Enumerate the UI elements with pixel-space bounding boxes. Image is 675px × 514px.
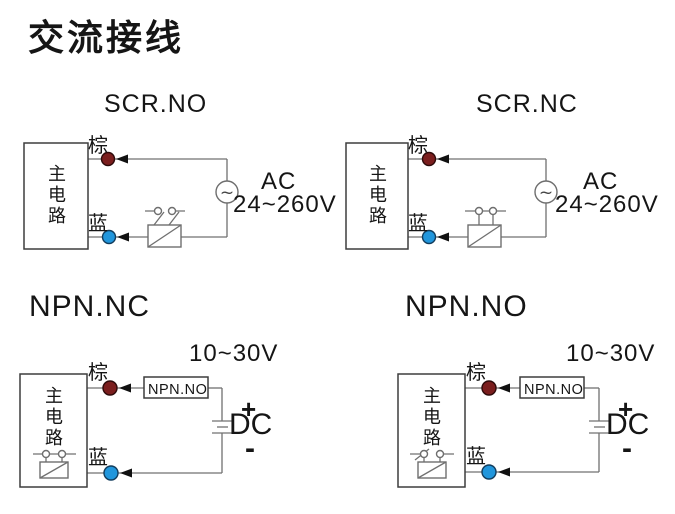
supply-range-label: 10~30V [566,340,656,367]
main-circuit-label: 主电路 [43,386,63,449]
brown-terminal-dot [102,380,118,396]
arrow-left-icon [117,232,129,242]
supply-range-label: 24~260V [555,191,659,218]
blue-terminal-dot [101,229,117,245]
page-title: 交流接线 [28,17,185,58]
scr-load-icon [467,224,502,248]
ac-source-icon: ~ [534,180,558,204]
scr-nc-title: SCR.NC [476,90,578,118]
supply-type-label: AC [261,168,297,195]
blue-wire-label: 蓝 [408,213,428,235]
internal-load-closed-icon [33,449,76,479]
brown-terminal-dot [421,151,437,167]
npn-nc-circuit [19,373,233,488]
svg-text:~: ~ [539,183,553,203]
switch-contacts-closed-icon [465,206,506,225]
blue-wire-label: 蓝 [88,447,108,469]
brown-wire-label: 棕 [88,135,108,157]
blue-terminal-dot [103,465,119,481]
arrow-left-icon [119,383,131,393]
dc-plus-label: + [241,394,257,424]
ac-source-icon: ~ [215,180,239,204]
svg-text:~: ~ [220,183,234,203]
scr-load-icon [147,224,182,248]
dc-plus-label: + [618,394,634,424]
brown-terminal-dot [481,380,497,396]
switch-contacts-open-icon [145,206,185,226]
arrow-left-icon [116,154,128,164]
scr-nc-circuit: ~ [345,142,558,250]
blue-wire-label: 蓝 [466,446,486,468]
sensor-output-box [143,376,209,399]
npn-no-circuit [397,373,610,488]
internal-load-open-icon [410,448,454,479]
dc-minus-label: - [245,432,255,465]
main-circuit-box [345,142,409,250]
supply-range-label: 10~30V [189,340,279,367]
main-circuit-label: 主电路 [421,386,441,449]
dc-label: DC [606,408,650,441]
battery-icon [212,420,233,434]
supply-range-label: 24~260V [233,191,337,218]
dc-minus-label: - [622,432,632,465]
npn-no-title: NPN.NO [405,290,528,323]
scr-no-title: SCR.NO [104,90,208,118]
sensor-output-box [519,376,585,399]
dc-label: DC [229,408,273,441]
main-circuit-label: 主电路 [46,164,66,227]
brown-wire-label: 棕 [88,362,108,384]
blue-terminal-dot [481,464,497,480]
brown-wire-label: 棕 [466,362,486,384]
brown-terminal-dot [100,151,116,167]
arrow-left-icon [498,467,510,477]
scr-no-circuit: ~ [23,142,239,250]
arrow-left-icon [120,468,132,478]
arrow-left-icon [437,154,449,164]
battery-icon [589,420,610,434]
supply-type-label: AC [583,168,619,195]
blue-terminal-dot [421,229,437,245]
brown-wire-label: 棕 [408,135,428,157]
arrow-left-icon [498,383,510,393]
sensor-output-label: NPN.NO [148,382,208,398]
sensor-output-label: NPN.NO [524,382,584,398]
npn-nc-title: NPN.NC [29,290,151,323]
blue-wire-label: 蓝 [88,213,108,235]
main-circuit-label: 主电路 [367,164,387,227]
arrow-left-icon [437,232,449,242]
main-circuit-box [23,142,89,250]
